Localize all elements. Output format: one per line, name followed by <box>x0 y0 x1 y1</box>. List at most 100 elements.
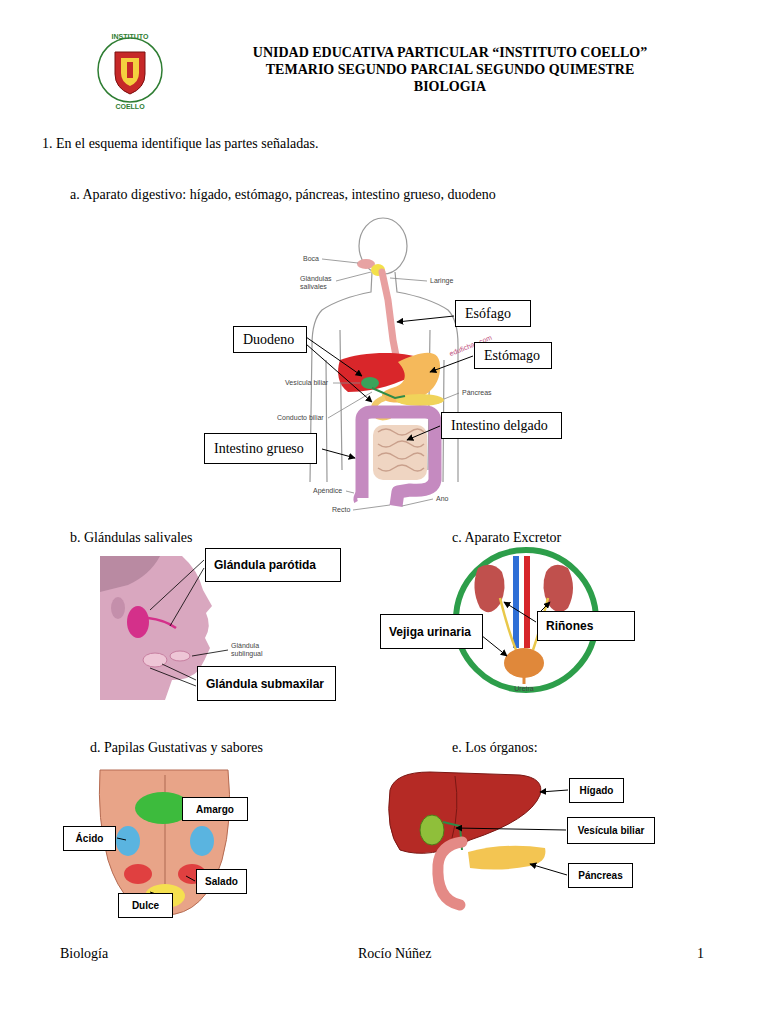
vena-cava <box>513 556 519 648</box>
part-label: Ano <box>436 495 448 503</box>
question-text-text: 1. En el esquema identifique las partes … <box>42 136 318 151</box>
part-label-text: Uretra <box>514 685 533 692</box>
logo-text-text: INSTITUTO <box>112 33 149 40</box>
sublingual-gland <box>170 651 190 661</box>
leader-arrow <box>456 828 566 830</box>
part-label-text: Boca <box>303 255 319 262</box>
bladder <box>504 648 544 678</box>
large-intestine <box>362 412 435 506</box>
box-text: Dulce <box>132 900 159 911</box>
salty-zone <box>124 864 152 884</box>
box-text: Intestino delgado <box>451 418 548 434</box>
logo-ring <box>98 38 162 102</box>
section-heading-text: a. Aparato digestivo: hígado, estómago, … <box>70 187 496 202</box>
label-box: Intestino delgado <box>441 412 562 439</box>
label-box: Dulce <box>118 893 173 918</box>
section-heading-text: d. Papilas Gustativas y sabores <box>90 740 263 755</box>
page-subtitle: BIOLOGIA <box>414 79 486 95</box>
part-label-text: Glándula sublingual <box>231 642 263 657</box>
label-box: Ácido <box>63 826 116 851</box>
box-text: Glándula submaxilar <box>206 677 324 691</box>
logo-text-text: COELLO <box>115 103 144 110</box>
label-box: Intestino grueso <box>204 433 317 464</box>
gallbladder <box>420 815 444 845</box>
label-box: Vejiga urinaria <box>380 614 483 649</box>
box-text: Estómago <box>484 348 540 364</box>
leader-arrow <box>322 449 355 458</box>
kidney <box>543 565 573 612</box>
box-text: Esófago <box>465 306 511 322</box>
hair <box>100 556 160 592</box>
question-text: 1. En el esquema identifique las partes … <box>42 136 318 152</box>
box-text: Duodeno <box>243 332 294 348</box>
box-text: Salado <box>205 876 238 887</box>
part-label-text: Vesícula biliar <box>285 379 328 386</box>
section-heading: d. Papilas Gustativas y sabores <box>90 740 263 756</box>
logo-text: COELLO <box>115 103 144 110</box>
label-box: Estómago <box>474 342 552 369</box>
box-text: Amargo <box>196 804 234 815</box>
leader-arrow <box>530 864 567 875</box>
leader-arrow <box>540 790 568 792</box>
part-label: Glándula sublingual <box>231 642 275 658</box>
box-text: Intestino grueso <box>214 441 304 457</box>
label-box: Salado <box>196 869 247 894</box>
urethra <box>523 677 526 684</box>
section-heading: c. Aparato Excretor <box>452 530 561 546</box>
school-logo <box>98 38 162 102</box>
box-text: Vesícula biliar <box>578 825 645 836</box>
leader-arrow <box>306 337 362 376</box>
part-label-text: Ano <box>436 495 448 502</box>
footer-text: Rocío Núñez <box>358 946 431 962</box>
leader-arrow <box>306 344 372 402</box>
logo-shield <box>115 52 145 94</box>
leader-arrow <box>407 426 440 440</box>
page-title-text: UNIDAD EDUCATIVA PARTICULAR “INSTITUTO C… <box>253 45 647 60</box>
page-subtitle: TEMARIO SEGUNDO PARCIAL SEGUNDO QUIMESTR… <box>266 62 634 78</box>
page-title: UNIDAD EDUCATIVA PARTICULAR “INSTITUTO C… <box>253 45 647 61</box>
box-text: Páncreas <box>578 870 622 881</box>
leader-lines <box>117 838 195 894</box>
small-intestine <box>373 425 427 480</box>
footer-text-text: Rocío Núñez <box>358 946 431 961</box>
ear <box>111 597 125 619</box>
duodenum <box>438 842 462 905</box>
leader-arrow <box>430 356 473 372</box>
liver-lobe-line <box>452 776 457 838</box>
section-heading: e. Los órganos: <box>452 740 538 756</box>
label-box: Glándula submaxilar <box>197 666 336 701</box>
box-text: Riñones <box>546 619 593 633</box>
sour-zone <box>116 826 140 856</box>
box-text: Glándula parótida <box>214 558 316 572</box>
section-heading-text: c. Aparato Excretor <box>452 530 561 545</box>
part-label-text: Laringe <box>430 277 453 284</box>
label-box: Glándula parótida <box>205 548 341 582</box>
label-box: Riñones <box>537 611 635 641</box>
part-label-text: Recto <box>332 506 350 513</box>
page-number-text: 1 <box>697 946 704 961</box>
appendix <box>355 492 358 502</box>
part-label-text: Glándulas salivales <box>300 275 332 290</box>
label-box: Hígado <box>569 778 624 803</box>
part-label: Glándulas salivales <box>300 275 336 291</box>
logo-shield-inner <box>121 58 139 86</box>
section-heading: a. Aparato digestivo: hígado, estómago, … <box>70 187 496 203</box>
box-text: Ácido <box>76 833 104 844</box>
section-heading-text: e. Los órganos: <box>452 740 538 755</box>
part-label: Vesícula biliar <box>285 379 328 387</box>
part-label: Recto <box>332 506 350 514</box>
part-label: Apéndice <box>313 487 342 495</box>
label-box: Vesícula biliar <box>567 817 655 844</box>
page-number: 1 <box>697 946 704 962</box>
leader-arrow <box>397 316 454 322</box>
box-text: Vejiga urinaria <box>389 625 471 639</box>
pancreas <box>468 846 545 870</box>
part-label-text: Páncreas <box>462 389 492 396</box>
part-label: Conducto biliar <box>277 414 324 422</box>
footer-text-text: Biología <box>60 946 108 961</box>
page-subtitle-text: TEMARIO SEGUNDO PARCIAL SEGUNDO QUIMESTR… <box>266 62 634 77</box>
face-profile <box>100 556 212 700</box>
section-heading: b. Glándulas salivales <box>70 530 192 546</box>
